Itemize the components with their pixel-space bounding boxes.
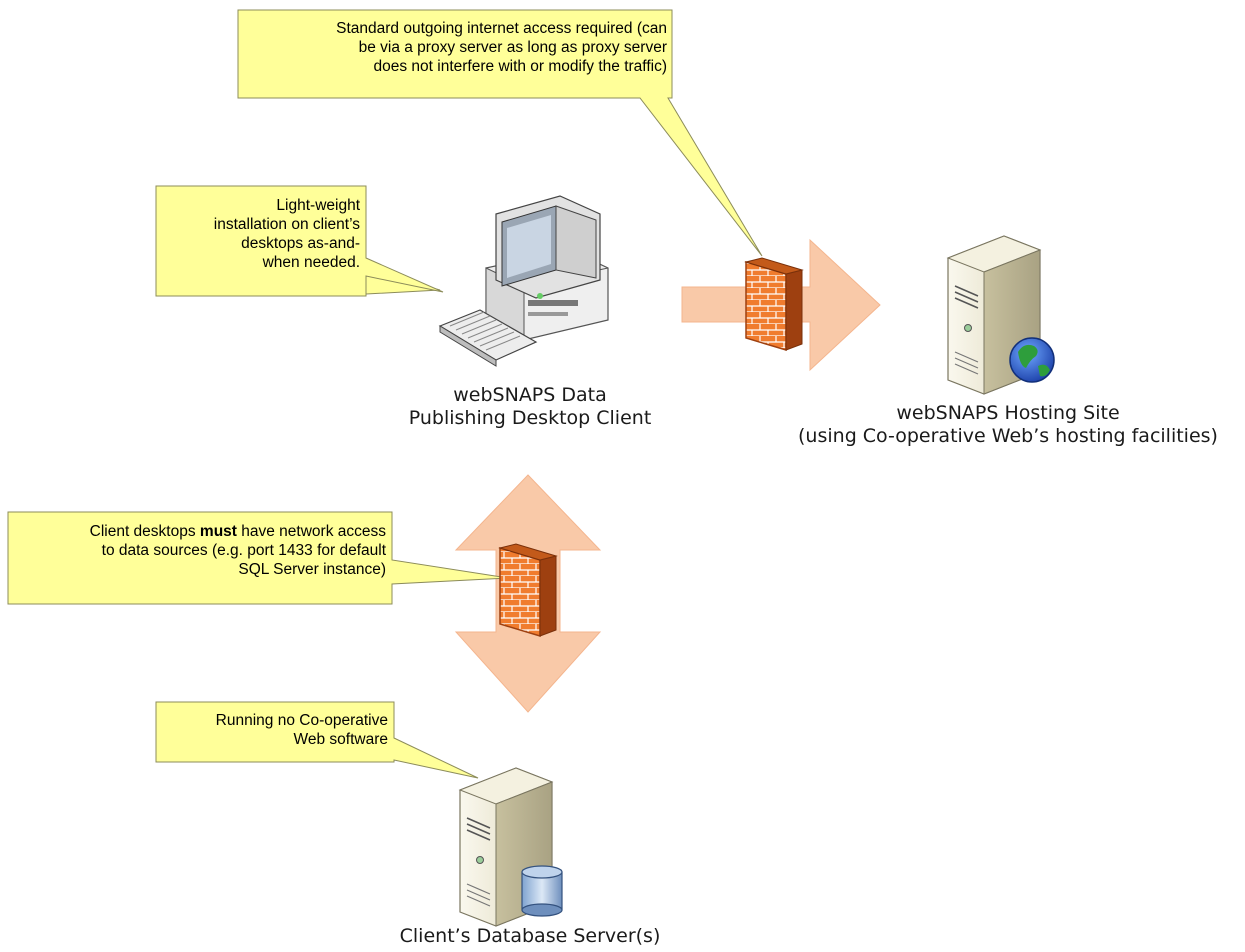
database-server-label: Client’s Database Server(s)	[399, 925, 661, 947]
callout-internet-access	[237, 9, 763, 257]
callout-internet-access-text: Standard outgoing internet access requir…	[336, 20, 667, 75]
callout-no-software-text: Running no Co-operative Web software	[215, 712, 388, 748]
callout-no-software	[155, 701, 479, 779]
callout-lightweight-install-text: Light-weight installation on client’s de…	[213, 197, 360, 271]
desktop-client-label: webSNAPS Data Publishing Desktop Client	[408, 384, 652, 429]
globe-icon	[1009, 337, 1055, 383]
hosting-site-label: webSNAPS Hosting Site (using Co-operativ…	[798, 402, 1218, 447]
database-cylinder-icon	[521, 865, 563, 917]
callout-network-access-text: Client desktops must have network access…	[89, 523, 386, 578]
firewall-icon	[498, 543, 558, 638]
callout-lightweight-install	[155, 185, 444, 297]
firewall-icon	[744, 257, 804, 352]
desktop-computer-icon	[438, 195, 609, 367]
callout-network-access	[7, 511, 509, 605]
